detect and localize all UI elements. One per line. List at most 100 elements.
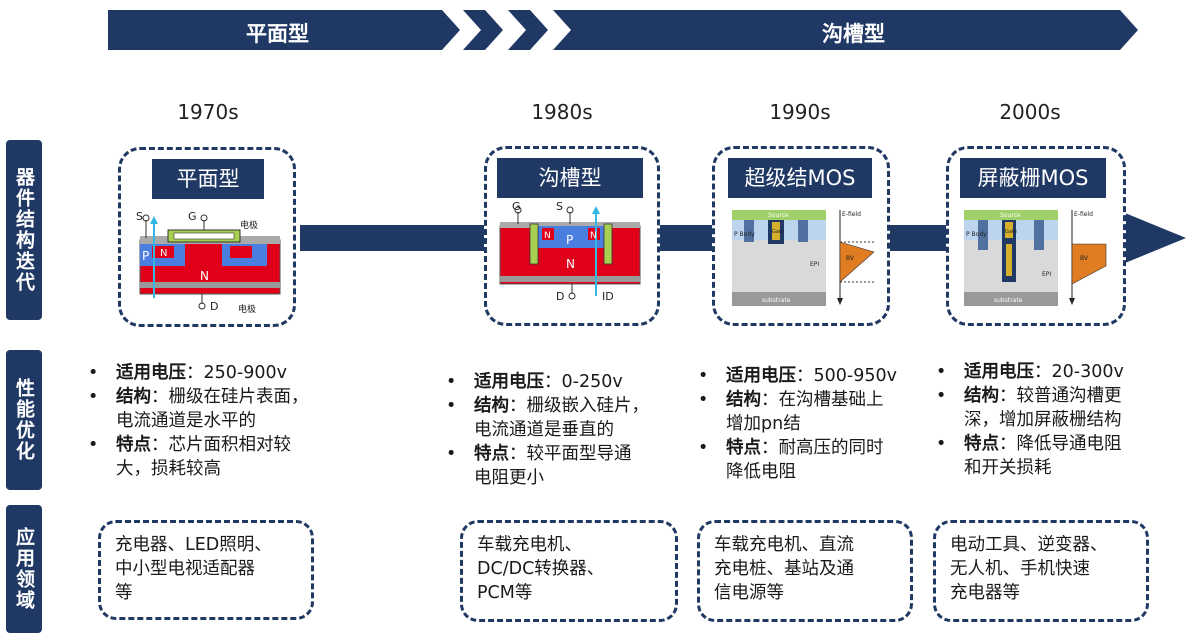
application-line: 等	[115, 583, 133, 603]
bullet-dot: •	[446, 372, 457, 392]
bullet-value: 较平面型导通	[526, 444, 632, 464]
chevron-2	[508, 10, 548, 50]
side-label-structure-text: 器件结构迭代	[13, 167, 35, 293]
bullet-feature-cont: 电阻更小	[474, 468, 544, 488]
bullet-dot: •	[936, 386, 947, 406]
planar-label-n-body: N	[200, 269, 209, 283]
planar-banner-arrow	[108, 10, 460, 50]
sj-label-gate: Gate	[772, 229, 784, 235]
bullet-feature-cont: 降低电阻	[726, 462, 796, 482]
trench-diagram: G S D ID P N N N	[499, 200, 641, 303]
side-label-performance: 性能优化	[6, 350, 42, 490]
bullet-key: 特点	[116, 435, 151, 455]
bullet-dot: •	[88, 435, 99, 455]
application-line: 充电器、LED照明、	[115, 535, 272, 555]
bullet-key: 结构	[726, 390, 761, 410]
application-superjunction: 车载充电机、直流 充电桩、基站及通 信电源等	[697, 520, 913, 622]
bullet-sep: ：	[761, 390, 779, 410]
planar-banner-label: 平面型	[246, 22, 309, 46]
bullet-feature: •特点：芯片面积相对较	[86, 433, 366, 457]
bullet-value: 栅级嵌入硅片，	[526, 396, 650, 416]
trench-banner-arrow	[565, 10, 1138, 50]
application-line: 充电桩、基站及通	[714, 559, 854, 579]
bullet-key: 适用电压	[726, 366, 796, 386]
bullet-structure-cont: 电流通道是垂直的	[474, 420, 614, 440]
trench-label-g: G	[512, 200, 521, 213]
bullet-voltage: •适用电压：0-250v	[444, 370, 694, 394]
application-line: 中小型电视适配器	[115, 559, 255, 579]
bullet-sep: ：	[509, 396, 527, 416]
card-planar-title: 平面型	[152, 159, 264, 199]
bullet-key: 特点	[726, 438, 761, 458]
bullet-value: 降低导通电阻	[1016, 434, 1122, 454]
bullet-structure: •结构：栅级嵌入硅片，	[444, 394, 694, 418]
trench-label-id: ID	[602, 290, 614, 303]
bullet-key: 结构	[964, 386, 999, 406]
bullet-key: 适用电压	[964, 362, 1034, 382]
bullet-sep: ：	[1034, 362, 1052, 382]
bullet-value: 500-950v	[813, 366, 897, 386]
bullet-voltage: • 适用电压：20-300v	[934, 360, 1184, 384]
bullet-key: 特点	[964, 434, 999, 454]
bullet-sep: ：	[151, 435, 169, 455]
planar-label-d: D	[210, 300, 218, 313]
year-2000s: 2000s	[999, 100, 1061, 124]
bullets-trench: •适用电压：0-250v •结构：栅级嵌入硅片， 电流通道是垂直的 •特点：较平…	[444, 370, 694, 490]
planar-label-s: S	[136, 210, 143, 223]
bullet-sep: ：	[999, 434, 1017, 454]
sj-label-efield: E-field	[842, 211, 861, 218]
application-line: 车载充电机、	[477, 535, 582, 555]
bullet-structure-cont: 深，增加屏蔽栅结构	[964, 410, 1122, 430]
sg-label-gate: Gate	[1005, 229, 1017, 235]
planar-label-p: P	[142, 249, 149, 263]
year-1980s: 1980s	[531, 100, 593, 124]
sj-label-substrate: substrate	[762, 297, 791, 304]
bullet-value: 0-250v	[561, 372, 623, 392]
side-label-application-text: 应用领域	[13, 527, 35, 611]
application-line: 信电源等	[714, 583, 784, 603]
bullet-key: 特点	[474, 444, 509, 464]
bullet-key: 结构	[116, 387, 151, 407]
bullet-voltage: •适用电压：500-950v	[696, 364, 932, 388]
bullets-planar: •适用电压：250-900v •结构：栅级在硅片表面， 电流通道是水平的 •特点…	[86, 361, 366, 481]
application-shielded-gate: 电动工具、逆变器、 无人机、手机快速 充电器等	[933, 520, 1149, 622]
sj-label-source: Source	[768, 212, 789, 219]
trench-label-n-left: N	[544, 231, 551, 241]
bullet-sep: ：	[186, 363, 204, 383]
card-shielded-gate-title: 屏蔽栅MOS	[960, 158, 1106, 198]
application-line: 充电器等	[950, 583, 1020, 603]
application-line: DC/DC转换器、	[477, 559, 605, 579]
bullet-feature-cont: 和开关损耗	[964, 458, 1052, 478]
bullet-structure: •结构：较普通沟槽更	[934, 384, 1184, 408]
card-trench-title: 沟槽型	[497, 158, 643, 198]
trench-banner-label: 沟槽型	[822, 22, 885, 46]
bullet-structure-cont: 电流通道是水平的	[116, 411, 256, 431]
bullet-sep: ：	[544, 372, 562, 392]
side-label-structure: 器件结构迭代	[6, 140, 42, 320]
card-superjunction-title: 超级结MOS	[728, 158, 872, 198]
bullet-key: 结构	[474, 396, 509, 416]
application-line: 无人机、手机快速	[950, 559, 1090, 579]
bullet-feature: •特点：耐高压的同时	[696, 436, 932, 460]
year-1990s: 1990s	[769, 100, 831, 124]
application-trench: 车载充电机、 DC/DC转换器、 PCM等	[460, 520, 678, 622]
planar-label-n: N	[160, 248, 167, 259]
bullet-value: 20-300v	[1051, 362, 1124, 382]
sg-label-efield: E-field	[1074, 211, 1093, 218]
sj-label-p-body: P Body	[734, 231, 755, 238]
bullet-feature: •特点：较平面型导通	[444, 442, 694, 466]
bullet-dot: •	[698, 438, 709, 458]
bullet-value: 在沟槽基础上	[778, 390, 884, 410]
planar-label-g: G	[188, 210, 197, 223]
chevron-1	[463, 10, 503, 50]
bullet-sep: ：	[796, 366, 814, 386]
bullet-dot: •	[88, 387, 99, 407]
era-banner	[108, 10, 1138, 50]
application-line: PCM等	[477, 583, 533, 603]
sg-label-bv: BV	[1080, 255, 1089, 262]
bullet-dot: •	[936, 362, 947, 382]
bullet-dot: •	[698, 390, 709, 410]
bullets-shielded-gate: •适用电压：20-300v •结构：较普通沟槽更 深，增加屏蔽栅结构 •特点：降…	[934, 360, 1184, 480]
sg-label-epi: EPI	[1042, 271, 1051, 278]
sg-label-p-body: P Body	[966, 231, 987, 238]
